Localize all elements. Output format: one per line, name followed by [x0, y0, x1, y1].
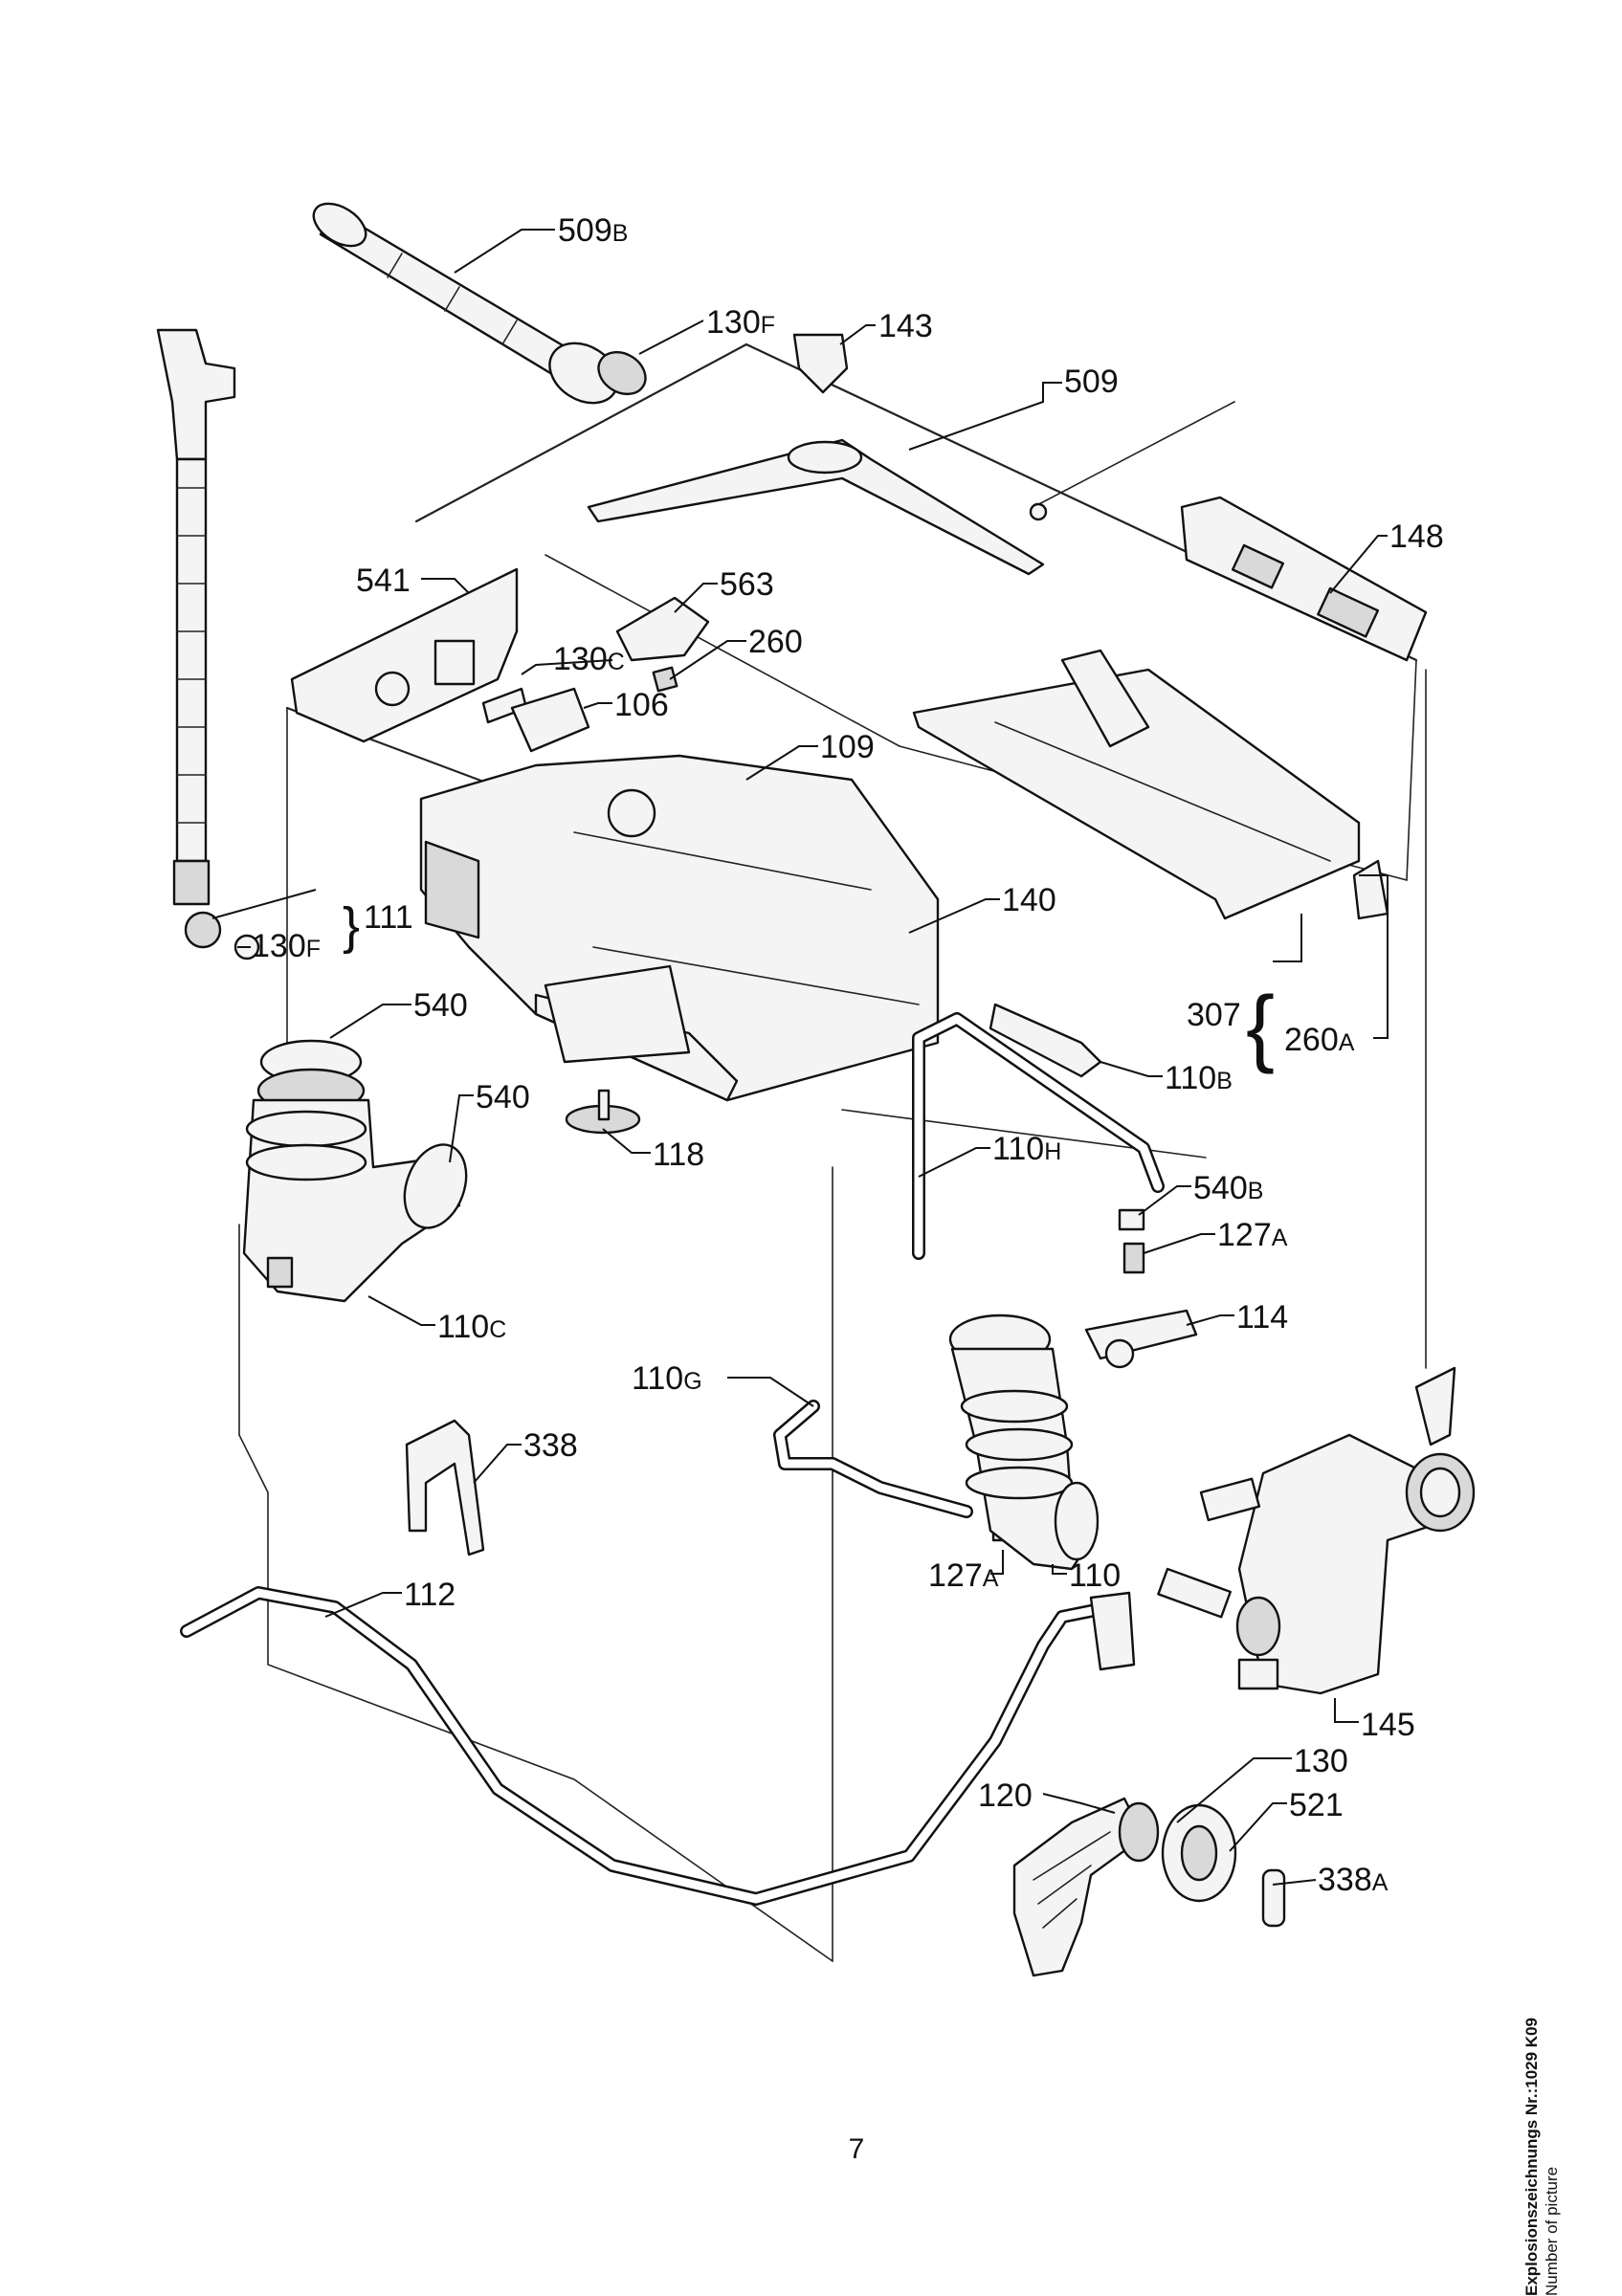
dispenser-drawer-307	[912, 649, 1389, 920]
page-number: 7	[848, 2133, 865, 2165]
label-338: 338	[523, 1427, 578, 1464]
label-118: 118	[653, 1137, 704, 1173]
label-563: 563	[720, 566, 774, 603]
label-110c: 110C	[437, 1309, 506, 1345]
label-106: 106	[614, 687, 669, 723]
label-540b: 540B	[1193, 1170, 1263, 1206]
label-521: 521	[1289, 1787, 1344, 1823]
clip-338	[405, 1419, 485, 1556]
pump-housing-145	[1157, 1366, 1476, 1695]
label-540-b: 540	[476, 1079, 530, 1115]
bellows-110	[948, 1314, 1100, 1571]
label-260: 260	[748, 624, 803, 660]
label-140: 140	[1002, 882, 1056, 918]
spray-arm-509	[587, 333, 1235, 576]
label-130f-top: 130F	[706, 304, 775, 341]
brace-111: }	[343, 897, 360, 955]
label-109: 109	[820, 729, 875, 765]
drawing-number-subtitle: Number of picture	[1543, 2166, 1561, 2296]
inlet-pipe-509b	[312, 202, 647, 405]
label-110h: 110H	[992, 1131, 1061, 1167]
drain-hose-112	[180, 1586, 1136, 1906]
brace-307: {	[1246, 980, 1275, 1075]
label-260a: 260A	[1284, 1022, 1355, 1058]
label-145: 145	[1361, 1707, 1415, 1743]
filter-assembly	[1012, 1797, 1286, 1977]
label-110g: 110G	[632, 1360, 702, 1397]
label-130f-left: 130F	[252, 928, 321, 964]
small-parts-group	[481, 596, 710, 753]
label-509b: 509B	[558, 212, 628, 249]
label-110b: 110B	[1165, 1060, 1233, 1096]
bracket-114	[1084, 1309, 1198, 1369]
label-143: 143	[878, 308, 933, 344]
label-114: 114	[1236, 1299, 1288, 1336]
drawing-number-title: Explosionszeichnungs Nr.:1029 K09	[1522, 2018, 1541, 2296]
label-127a-top: 127A	[1217, 1217, 1288, 1253]
label-111: 111	[364, 899, 413, 936]
detergent-housing-109	[419, 754, 940, 1102]
label-540-a: 540	[413, 987, 468, 1024]
label-120: 120	[978, 1777, 1033, 1814]
bellows-110c	[242, 1039, 468, 1303]
label-130c: 130C	[553, 641, 625, 677]
dispenser-cover-148	[1180, 496, 1428, 662]
leader-lines	[211, 229, 1389, 1886]
label-338a: 338A	[1318, 1862, 1389, 1898]
label-148: 148	[1389, 519, 1444, 555]
label-110: 110	[1069, 1557, 1121, 1594]
part-labels: 509B 130F 143 509 148 541 563 130C 260 1…	[252, 212, 1444, 1898]
label-130: 130	[1294, 1743, 1348, 1779]
supply-hose-111	[156, 328, 260, 960]
label-541: 541	[356, 563, 411, 599]
label-112: 112	[404, 1577, 455, 1613]
label-307: 307	[1187, 997, 1241, 1033]
drawing-number-note: Explosionszeichnungs Nr.:1029 K09 Number…	[1522, 2018, 1562, 2296]
panel-541	[290, 567, 519, 743]
cap-118	[565, 1089, 641, 1135]
hoses-110b-110h	[912, 1003, 1165, 1274]
label-127a-bottom: 127A	[928, 1557, 999, 1594]
label-509: 509	[1064, 364, 1119, 400]
